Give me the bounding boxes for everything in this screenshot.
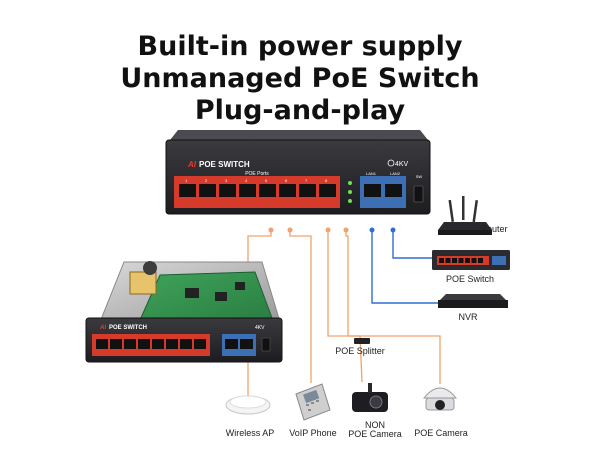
wireless-ap-label: Wireless AP [225,428,275,438]
uplink-port [385,184,402,197]
poe-ports-caption: POE Ports [245,171,269,177]
router-icon [438,196,492,235]
port-number: 1 [185,178,188,183]
port-number: 6 [285,178,288,183]
poe-port [179,184,196,197]
main-switch: AI POE SWITCH 4KV POE Ports 1 2 3 4 5 6 … [165,130,431,215]
mode-button [413,185,424,203]
poe-port [219,184,236,197]
non-poe-camera-label-line2: POE Camera [348,429,402,439]
non-poe-camera-label-line1: NON [365,420,385,430]
voip-phone-label: VoIP Phone [289,428,337,438]
chip [235,282,245,290]
headline-line-3: Plug-and-play [194,95,406,126]
status-led [348,199,352,203]
status-led [348,181,352,185]
switch-brand-mark: AI [187,160,197,169]
switch-brand-text: POE SWITCH [199,160,250,169]
chip [215,292,227,301]
port-number: 5 [265,178,268,183]
small-poe-switch-icon [432,250,510,270]
line-to-voip-phone [289,230,312,383]
power-transformer [129,271,157,295]
port-number: 2 [205,178,208,183]
poe-camera-label: POE Camera [414,428,468,438]
port-number: 8 [325,178,328,183]
chip [185,288,199,298]
wireless-ap-icon [225,395,271,415]
router-label: Router [480,224,508,234]
line-to-poe-camera [345,230,441,384]
port-number: 3 [225,178,228,183]
voip-phone-icon [295,383,331,421]
uplink-label-lan2: LAN2 [390,171,401,176]
line-to-splitter [327,230,363,383]
poe-splitter-icon [354,338,370,344]
poe-port [199,184,216,197]
uplink-port [364,184,381,197]
open-switch-surge-badge: 4KV [255,325,265,331]
line-to-poe-switch [392,230,432,259]
poe-port [239,184,256,197]
poe-connections [247,227,441,398]
headline-line-2: Unmanaged PoE Switch [120,63,480,94]
uplink-label-lan1: LAN1 [366,171,377,176]
nvr-label: NVR [458,312,478,322]
headline-line-1: Built-in power supply [137,31,463,62]
line-to-nvr [371,230,438,304]
poe-camera-icon [422,387,458,411]
uplink-connections [369,227,438,304]
open-switch-brand-text: POE SWITCH [109,325,147,331]
port-number: 7 [305,178,308,183]
circuit-board [139,271,273,321]
poe-port-group [179,184,336,197]
poe-switch-label: POE Switch [445,274,494,284]
open-switch: AI POE SWITCH 4KV [85,261,283,363]
non-poe-camera-icon [352,383,388,412]
port-number: 4 [245,178,248,183]
poe-port [299,184,316,197]
poe-port [279,184,296,197]
surge-icon [387,159,395,167]
poe-port [259,184,276,197]
status-led [348,190,352,194]
poe-splitter-label: POE Splitter [335,346,385,356]
nvr-icon [438,294,508,308]
poe-port [319,184,336,197]
mode-button-label: SW [416,174,423,179]
surge-badge: 4KV [395,161,409,168]
open-switch-brand-mark: AI [99,325,106,331]
capacitor [143,261,157,275]
